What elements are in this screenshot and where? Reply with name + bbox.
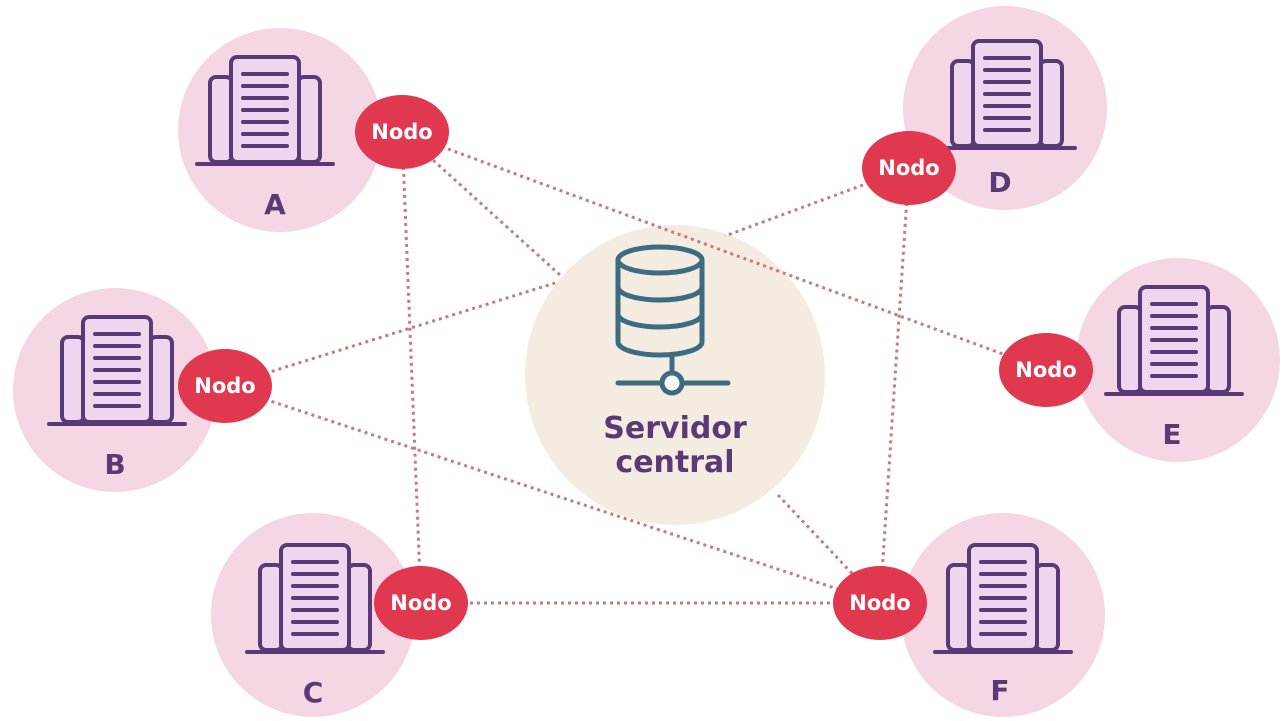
building-icon [47, 315, 187, 426]
node-badge-b [178, 349, 272, 423]
node-badge-f [833, 566, 927, 640]
connection-a-c [400, 131, 423, 604]
server-label-line1: Servidor [603, 411, 747, 446]
connection-d-f [878, 167, 911, 604]
node-label-a: Nodo [371, 120, 433, 144]
node-label-f: Nodo [849, 591, 911, 615]
site-label-d: D [988, 166, 1012, 199]
site-label-b: B [104, 448, 126, 481]
site-label-e: E [1162, 418, 1182, 451]
node-badge-e [999, 333, 1093, 407]
site-label-a: A [264, 188, 286, 221]
database-icon [615, 244, 731, 396]
node-label-b: Nodo [194, 374, 256, 398]
node-label-d: Nodo [878, 156, 940, 180]
building-icon [937, 39, 1077, 150]
node-label-e: Nodo [1015, 358, 1077, 382]
node-badge-a [355, 95, 449, 169]
node-label-c: Nodo [390, 591, 452, 615]
connection-d-server [724, 166, 910, 238]
building-icon [245, 543, 385, 654]
building-icon [933, 543, 1073, 654]
building-icon [195, 55, 335, 166]
site-label-f: F [990, 674, 1010, 707]
node-badge-d [862, 131, 956, 205]
connection-b-f [224, 384, 881, 605]
building-icon [1104, 285, 1244, 396]
connection-a-e [401, 130, 1047, 372]
site-label-c: C [302, 676, 324, 709]
node-badge-c [374, 566, 468, 640]
server-label-line2: central [615, 445, 735, 480]
connection-b-server [224, 281, 556, 388]
